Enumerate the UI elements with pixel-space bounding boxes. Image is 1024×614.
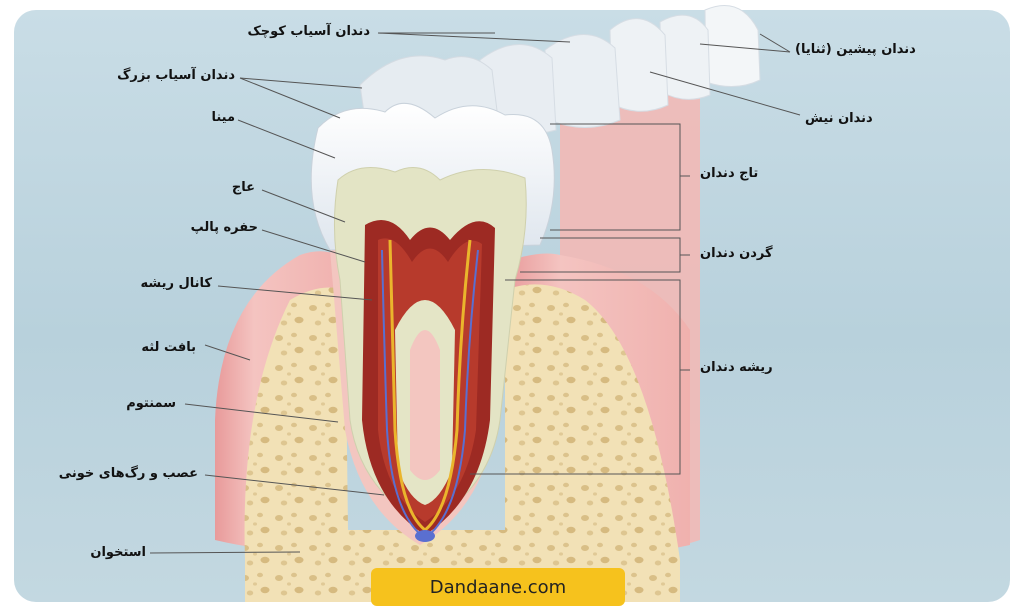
- canine-tooth: [609, 18, 669, 112]
- crown-bracket: [550, 123, 681, 231]
- molar-label: دندان آسیاب بزرگ: [117, 68, 235, 83]
- incisor-tooth: [704, 5, 761, 87]
- premolar-label: دندان آسیاب کوچک: [247, 24, 370, 39]
- dentin-label: عاج: [231, 180, 255, 195]
- watermark-badge[interactable]: Dandaane.com: [371, 568, 625, 606]
- cementum-label: سمنتوم: [126, 396, 176, 411]
- neck-label: گردن دندان: [700, 246, 773, 261]
- bone-tissue: [244, 284, 680, 560]
- nerves-vessels-label: عصب و رگ‌های خونی: [58, 466, 198, 481]
- enamel-label: مینا: [211, 110, 235, 125]
- crown-label: تاج دندان: [700, 166, 759, 181]
- incisors-label: دندان پیشین (ثنایا): [795, 42, 916, 57]
- root-bracket: [470, 279, 681, 475]
- root-label: ریشه دندان: [700, 360, 773, 375]
- apex-foramen: [415, 530, 435, 542]
- watermark-text: Dandaane.com: [429, 576, 567, 598]
- premolar-tooth: [544, 34, 621, 128]
- bone-label: استخوان: [90, 545, 146, 560]
- gum-tissue-label: بافت لثه: [141, 340, 196, 355]
- canine-label: دندان نیش: [805, 111, 873, 126]
- root-canal-label: کانال ریشه: [140, 276, 213, 291]
- pulp-chamber-label: حفره پالپ: [190, 220, 258, 235]
